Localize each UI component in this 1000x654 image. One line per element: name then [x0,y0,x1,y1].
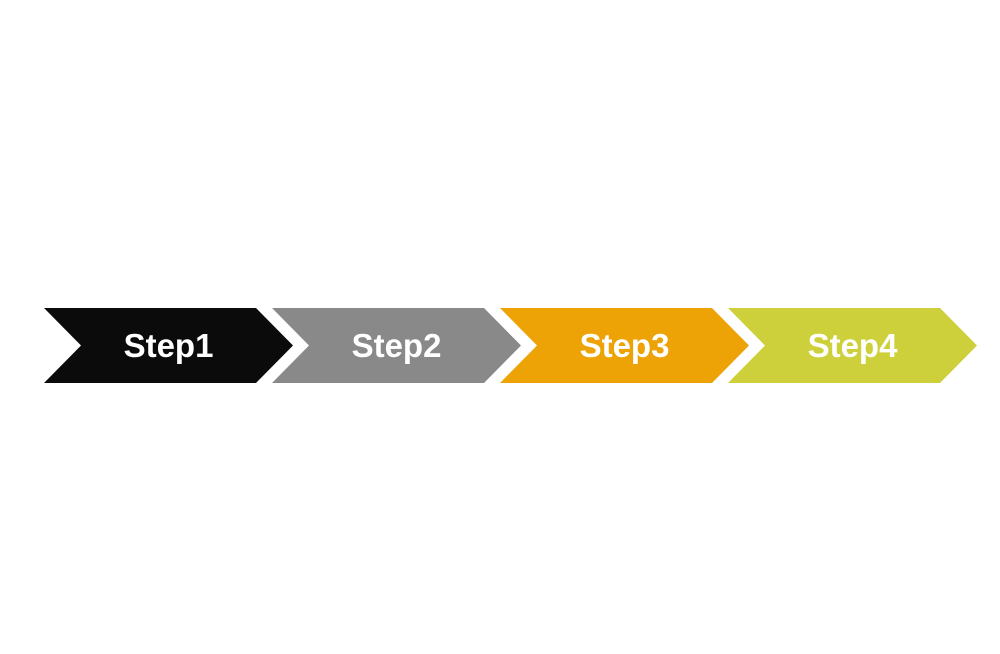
process-flow: Step1 Step2 Step3 Step4 [44,308,977,383]
step-4-chevron: Step4 [728,308,977,383]
step-4-label: Step4 [807,327,898,364]
step-3-label: Step3 [579,327,670,364]
step-1-chevron: Step1 [44,308,293,383]
step-3-chevron: Step3 [500,308,749,383]
step-1-label: Step1 [123,327,214,364]
step-2-label: Step2 [351,327,442,364]
step-2-chevron: Step2 [272,308,521,383]
